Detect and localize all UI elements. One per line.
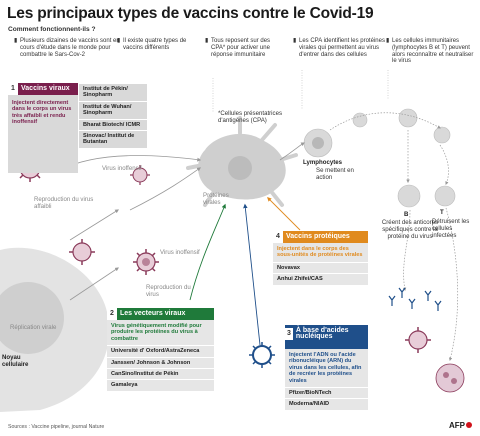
panel-title: Les vecteurs viraux	[120, 309, 186, 317]
note-2: ▮ Il existe quatre types de vaccins diff…	[117, 38, 187, 51]
list-item: Moderna/NIAID	[285, 398, 368, 409]
lymphocyte-b-label: B	[404, 211, 409, 218]
list-item: Université d' Oxford/AstraZeneca	[107, 345, 214, 356]
reproduction-virus-label: Reproduction du virus	[146, 284, 191, 298]
bullet-icon: ▮	[205, 38, 209, 44]
source-note: Sources : Vaccine pipeline, journal Natu…	[8, 424, 105, 430]
lymphocyte-b	[397, 184, 421, 208]
panel-vecteurs-viraux: 2 Les vecteurs viraux Virus génétiquemen…	[107, 308, 214, 391]
list-item: Janssen/ Johnson & Johnson	[107, 356, 214, 368]
panel-title: Vaccins protéiques	[286, 232, 350, 240]
guide-lines	[212, 70, 389, 112]
list-item: Anhui Zhifei/CAS	[273, 273, 368, 284]
panel-number: 2	[107, 308, 117, 320]
panel-description: Injectent directement dans le corps un v…	[12, 100, 72, 126]
list-item: Pfizer/BioNTech	[285, 387, 368, 398]
logo-dot-icon	[466, 422, 472, 428]
panel-vaccins-proteiques: 4 Vaccins protéiques Injectent dans le c…	[273, 231, 368, 285]
lymphocyte-t-label: T	[440, 209, 444, 216]
antibodies	[388, 287, 442, 311]
list-item: Institut de Pékin/ Sinopharm	[79, 83, 147, 101]
note-1: ▮ Plusieurs dizaines de vaccins sont en …	[14, 38, 120, 58]
panel-title: Vaccins viraux	[21, 84, 70, 92]
cpa-cell	[186, 116, 298, 207]
panel-description: Injectent l'ADN ou l'acide ribonucléique…	[289, 352, 362, 384]
developer-list: Université d' Oxford/AstraZeneca Janssen…	[107, 345, 214, 391]
lymphocyte-t	[434, 185, 456, 207]
bullet-icon: ▮	[293, 38, 297, 44]
panel-acides-nucleiques: 3 À base d'acides nucléiques Injectent l…	[285, 325, 368, 410]
bullet-icon: ▮	[386, 38, 390, 44]
noyau-label: Noyau cellulaire	[2, 354, 29, 368]
page-title: Les principaux types de vaccins contre l…	[7, 5, 374, 22]
panel-description: Injectent dans le corps des sous-unités …	[277, 246, 363, 259]
neutralized-virus	[405, 327, 431, 353]
list-item: Bharat Biotech/ ICMR	[79, 118, 147, 130]
afp-logo: AFP	[449, 421, 472, 430]
page-subtitle: Comment fonctionnent-ils ?	[8, 26, 96, 33]
cpa-label: *Cellules présentatrices d'antigènes (CP…	[218, 110, 283, 124]
proteines-label: Protéines virales	[203, 192, 229, 206]
t-desc-label: Détruisent les cellules infectées	[432, 218, 470, 239]
list-item: CanSino/Institut de Pékin	[107, 368, 214, 379]
note-5: ▮ Les cellules immunitaires (lymphocytes…	[386, 38, 474, 65]
panel-number: 1	[8, 83, 18, 95]
note-4: ▮ Les CPA identifient les protéines vira…	[293, 38, 385, 58]
developer-list: Novavax Anhui Zhifei/CAS	[273, 261, 368, 285]
lymphocytes-label: Lymphocytes	[303, 159, 343, 166]
list-item: Sinovac/ Institut de Butantan	[79, 130, 147, 148]
list-item: Institut de Wuhan/ Sinopharm	[79, 100, 147, 119]
b-desc-label: Créent des anticorps spécifiques contre …	[381, 219, 439, 240]
list-item: Novavax	[273, 261, 368, 273]
se-mettent-label: Se mettent en action	[316, 167, 354, 181]
replication-label: Réplication virale	[10, 324, 57, 331]
bullet-icon: ▮	[117, 38, 121, 44]
panel-number: 4	[273, 231, 283, 243]
list-item: Gamaleya	[107, 379, 214, 390]
virus-inoffensif-label-2: Virus inoffensif	[160, 249, 200, 256]
virus-inoffensif-label-1: Virus inoffensif	[102, 165, 142, 172]
developer-list: Institut de Pékin/ Sinopharm Institut de…	[79, 83, 147, 148]
nucleic-acid-particle	[249, 342, 275, 368]
panel-title: À base d'acides nucléiques	[295, 327, 349, 341]
bullet-icon: ▮	[14, 38, 18, 44]
infected-cell	[435, 363, 465, 393]
panel-number: 3	[285, 328, 293, 340]
developer-list: Pfizer/BioNTech Moderna/NIAID	[285, 387, 368, 410]
panel-description: Virus génétiquement modifié pour produir…	[111, 323, 202, 342]
reproduction-affaibli-label: Reproduction du virus affaibli	[34, 196, 94, 210]
note-3: ▮ Tous reposent sur des CPA* pour active…	[205, 38, 271, 58]
cell-nucleus	[0, 282, 64, 354]
